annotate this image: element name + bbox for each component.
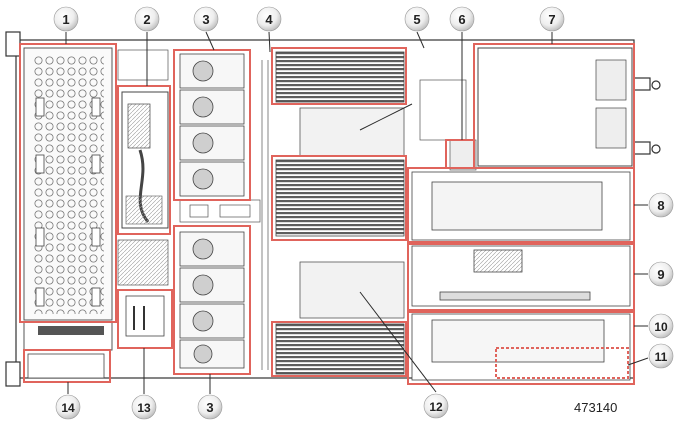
dimm-banks xyxy=(275,51,405,375)
leader-lines xyxy=(65,31,649,394)
callout-3-top-label: 3 xyxy=(202,12,209,27)
callout-13-label: 13 xyxy=(137,401,151,415)
callout-9: 9 xyxy=(648,261,674,287)
callout-3-bottom-label: 3 xyxy=(206,400,213,415)
fan-modules xyxy=(179,53,245,369)
power-supplies xyxy=(477,47,633,167)
callout-11: 11 xyxy=(648,343,674,369)
figure-id: 473140 xyxy=(574,400,618,415)
callout-8-label: 8 xyxy=(657,198,664,213)
callout-6: 6 xyxy=(449,6,475,32)
callout-5-label: 5 xyxy=(413,12,420,27)
callout-4-label: 4 xyxy=(265,12,273,27)
callout-4: 4 xyxy=(256,6,282,32)
callout-14: 14 xyxy=(55,394,81,420)
callout-2: 2 xyxy=(134,6,160,32)
callout-10-label: 10 xyxy=(654,320,668,334)
callout-1-label: 1 xyxy=(62,12,69,27)
callout-3-bottom: 3 xyxy=(197,394,223,420)
callout-1: 1 xyxy=(53,6,79,32)
callout-8: 8 xyxy=(648,192,674,218)
callout-7: 7 xyxy=(539,6,565,32)
callout-12: 12 xyxy=(423,393,449,419)
cpu-heatsinks xyxy=(299,107,405,319)
callout-5: 5 xyxy=(404,6,430,32)
drive-bays xyxy=(23,47,113,351)
callout-10: 10 xyxy=(648,313,674,339)
callout-12-label: 12 xyxy=(429,400,443,414)
callout-3-top: 3 xyxy=(193,6,219,32)
callout-6-label: 6 xyxy=(458,12,465,27)
callout-13: 13 xyxy=(131,394,157,420)
callout-7-label: 7 xyxy=(548,12,555,27)
callout-11-label: 11 xyxy=(655,350,668,364)
callout-9-label: 9 xyxy=(657,267,664,282)
storage-controller xyxy=(121,91,169,229)
callout-14-label: 14 xyxy=(61,401,75,415)
motherboard xyxy=(117,49,477,370)
highlight-boxes xyxy=(19,43,635,385)
callout-2-label: 2 xyxy=(143,12,150,27)
mlom-and-front-io xyxy=(27,295,165,379)
